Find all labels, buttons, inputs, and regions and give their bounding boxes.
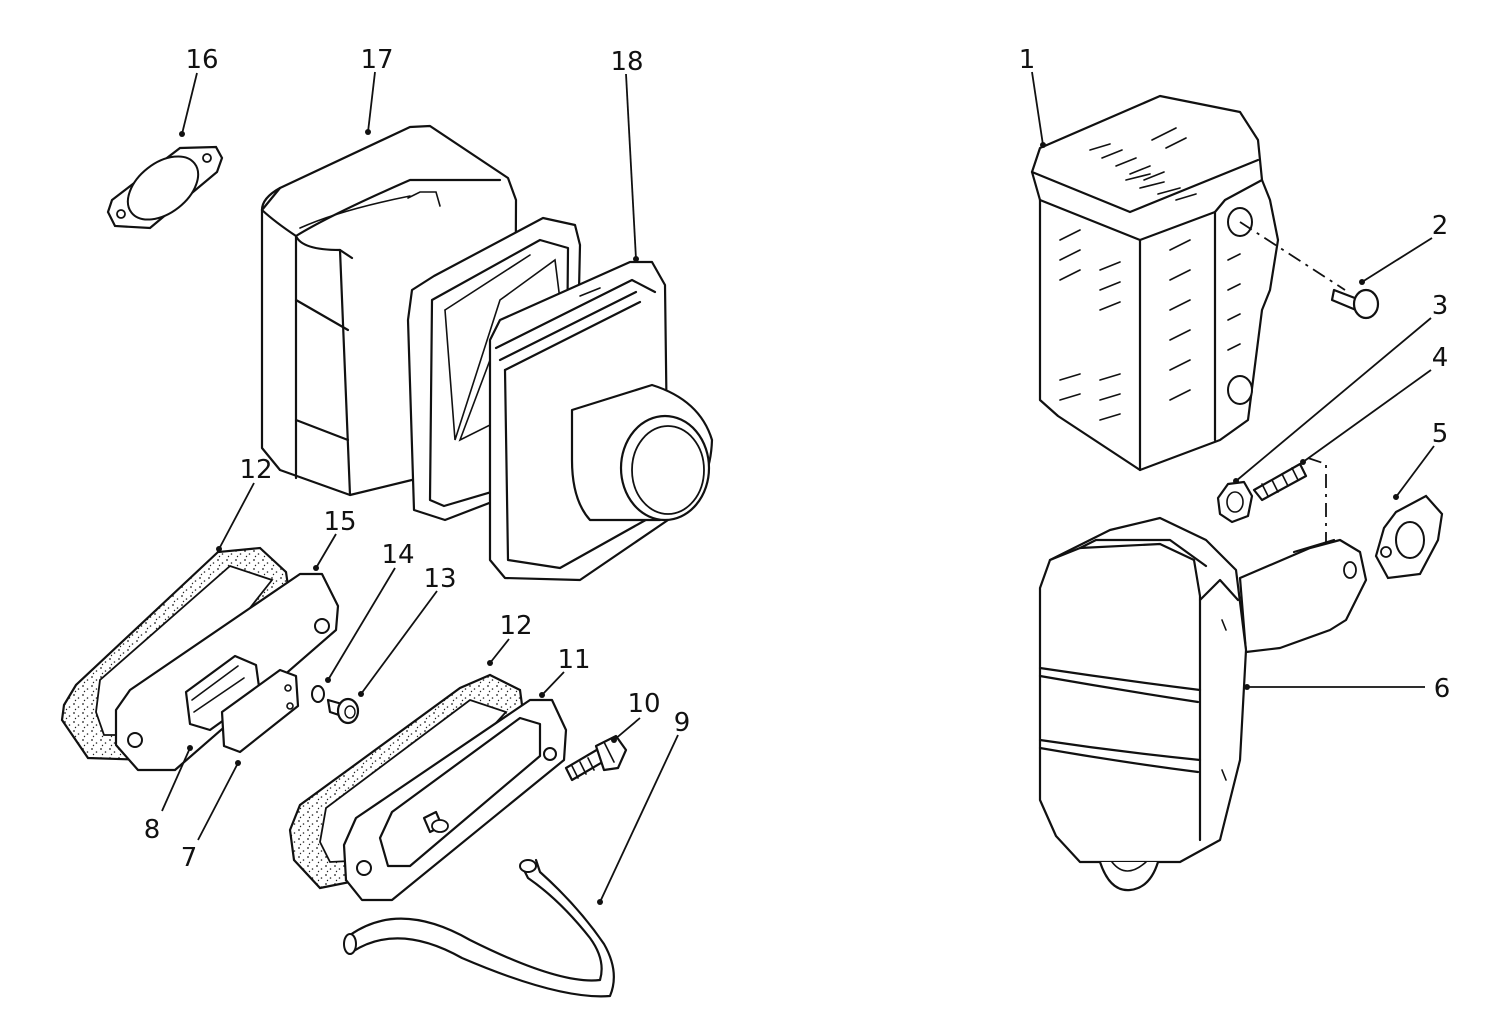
callout-3: 3 [1432,291,1449,321]
part-9-hose [343,858,615,998]
callout-labels: 16 17 18 12 15 14 13 12 11 10 9 8 7 1 2 … [144,45,1451,873]
part-16-gasket [106,145,224,230]
callout-13: 13 [423,564,456,594]
callout-18: 18 [610,47,643,77]
part-15-plate [114,572,340,772]
part-13-screw [326,697,360,725]
callout-11: 11 [557,645,590,675]
callout-12-upper: 12 [239,455,272,485]
callout-16: 16 [185,45,218,75]
part-2-screw [1239,221,1380,320]
callout-1: 1 [1019,45,1036,75]
callout-15: 15 [323,507,356,537]
part-6-muffler [1038,516,1368,892]
callout-2: 2 [1432,211,1449,241]
part-3-nut [1216,480,1254,524]
callout-14: 14 [381,540,414,570]
part-18-filter [488,260,714,582]
callout-leaders [161,71,1435,905]
callout-12-lower: 12 [499,611,532,641]
part-11-cover [342,698,568,902]
part-10-bolt [564,734,628,782]
part-7-plate [220,668,300,754]
callout-4: 4 [1432,343,1449,373]
callout-17: 17 [360,45,393,75]
part-1-protector [1030,94,1280,472]
callout-7: 7 [181,843,198,873]
callout-5: 5 [1432,419,1449,449]
part-14-washer [311,685,325,703]
callout-10: 10 [627,689,660,719]
part-5-gasket [1374,494,1444,580]
callout-8: 8 [144,815,161,845]
callout-9: 9 [674,708,691,738]
callout-6: 6 [1434,674,1451,704]
